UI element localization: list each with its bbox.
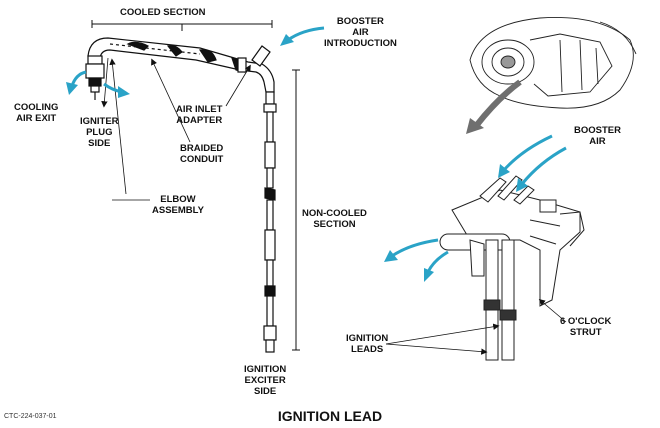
air-flow-arrows	[66, 26, 567, 282]
detail-pointer-arrow	[466, 79, 522, 134]
label-six-oclock-strut: 6 O'CLOCK STRUT	[560, 316, 612, 338]
ignition-lead-non-cooled	[263, 91, 277, 353]
label-booster-air-introduction: BOOSTER AIR INTRODUCTION	[324, 16, 397, 49]
figure-code: CTC-224-037-01	[4, 413, 57, 420]
label-elbow-assembly: ELBOW ASSEMBLY	[152, 194, 204, 216]
label-ignition-exciter-side: IGNITION EXCITER SIDE	[244, 364, 287, 397]
label-air-inlet-adapter: AIR INLET ADAPTER	[176, 104, 223, 126]
label-braided-conduit: BRAIDED CONDUIT	[180, 143, 224, 165]
ignition-lead-cooled	[87, 37, 275, 93]
label-ignition-leads: IGNITION LEADS	[346, 333, 389, 355]
engine-sketch	[469, 17, 637, 109]
non-cooled-bracket	[292, 69, 300, 351]
igniter-plug	[85, 55, 105, 100]
strut-assembly	[439, 175, 585, 361]
label-igniter-plug-side: IGNITER PLUG SIDE	[80, 116, 119, 149]
figure-title: IGNITION LEAD	[277, 408, 383, 424]
cooled-section-bracket	[91, 20, 273, 31]
label-cooled-section: COOLED SECTION	[120, 7, 206, 18]
right-leader-lines	[385, 298, 567, 355]
label-cooling-air-exit: COOLING AIR EXIT	[14, 102, 59, 124]
leader-lines	[101, 57, 251, 201]
label-booster-air: BOOSTER AIR	[574, 125, 621, 147]
label-non-cooled-section: NON-COOLED SECTION	[302, 208, 367, 230]
